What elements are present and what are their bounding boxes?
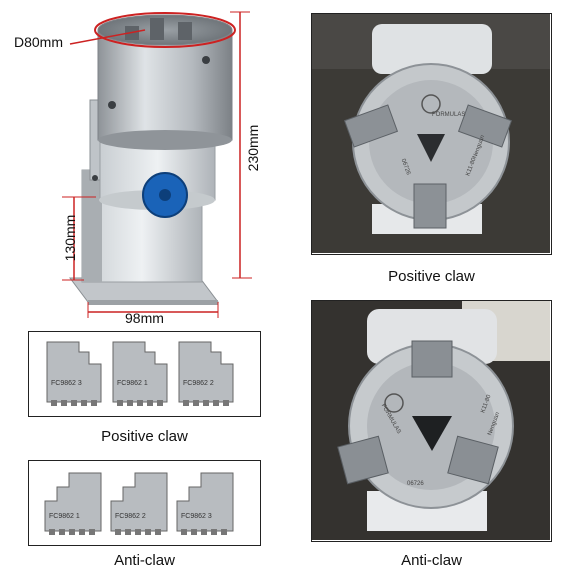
jaw-mark: FC9862 1 [49,513,80,520]
rotary-device-illustration [62,11,252,318]
positive-jaws-frame: FC9862 3 FC9862 1 FC9862 2 [28,331,261,417]
jaw-mark: FC9862 3 [51,380,82,387]
positive-claw-caption-left: Positive claw [101,428,188,445]
anti-claw-chuck-photo [312,301,550,540]
base-width-label: 98mm [125,310,164,326]
jaw-mark: FC9862 2 [115,513,146,520]
positive-claw-chuck-photo [312,14,550,253]
positive-claw-caption-right: Positive claw [388,268,475,285]
diameter-label: D80mm [14,34,64,50]
anti-claw-caption-left: Anti-claw [114,552,175,569]
positive-claw-photo-frame: FORMULAS K11-80 Nenguan 06726 [311,13,552,255]
rotary-device-figure [0,0,300,325]
chuck-brand-text: FORMULAS [432,112,466,118]
axis-height-label: 130mm [62,214,78,262]
anti-claw-photo-frame: FORMULAS K11-80 Nenguan 06726 [311,300,552,542]
anti-jaws-frame: FC9862 1 FC9862 2 FC9862 3 [28,460,261,546]
positive-jaws-photo [46,341,234,406]
jaw-mark: FC9862 3 [181,513,212,520]
chuck-serial-text: 06726 [407,481,424,487]
jaw-mark: FC9862 2 [183,380,214,387]
anti-jaws-photo [44,472,234,535]
jaw-mark: FC9862 1 [117,380,148,387]
anti-claw-caption-right: Anti-claw [401,552,462,569]
total-height-label: 230mm [245,124,261,172]
